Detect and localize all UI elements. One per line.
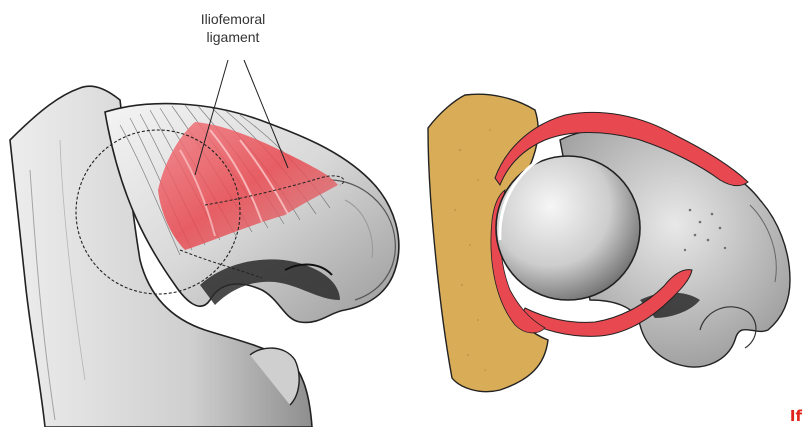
label-line-1: Iliofemoral: [178, 10, 288, 28]
hip-cross-section: [428, 94, 790, 391]
corner-text: If: [790, 407, 802, 425]
iliofemoral-ligament-label: Iliofemoral ligament: [178, 10, 288, 46]
label-line-2: ligament: [178, 28, 288, 46]
hip-exterior-view: [10, 60, 399, 427]
